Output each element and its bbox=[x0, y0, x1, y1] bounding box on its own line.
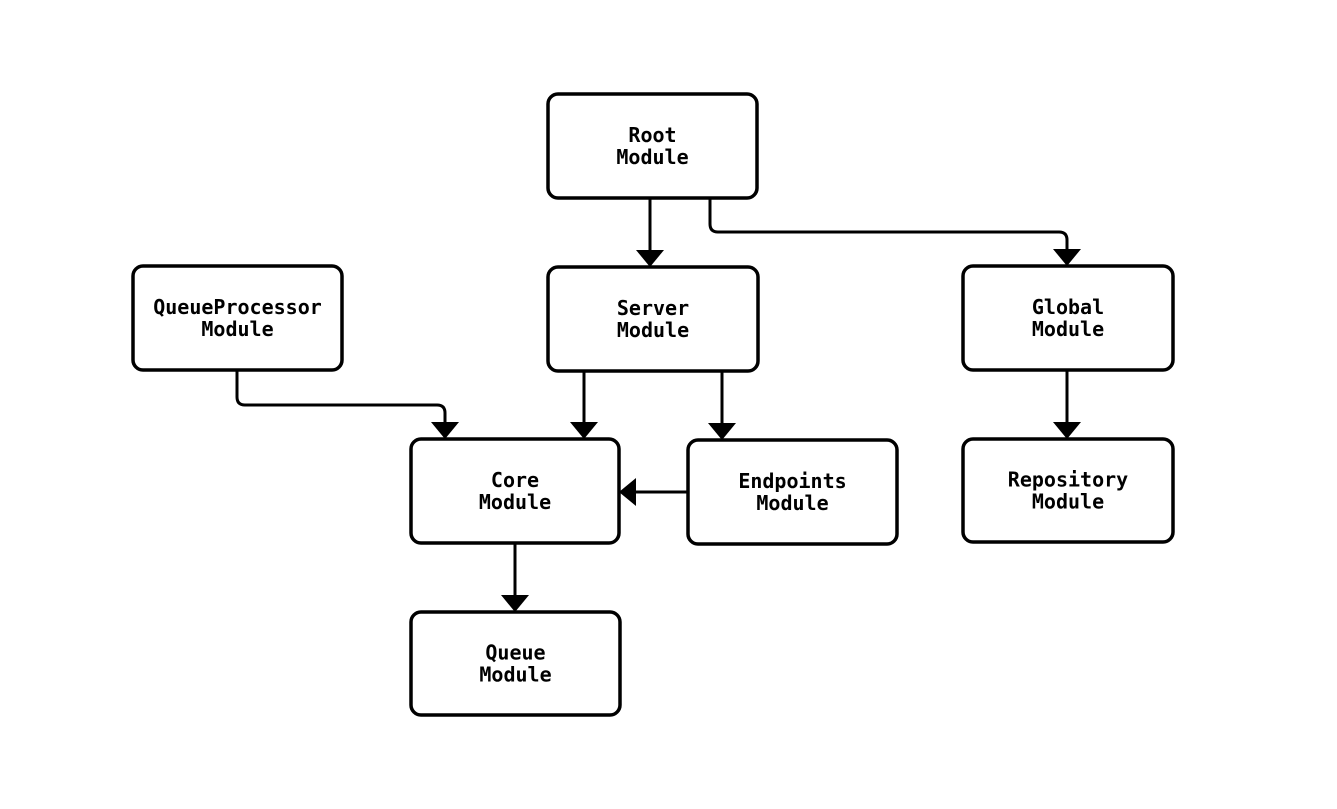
node-global-module-label-line-1: Module bbox=[1032, 317, 1104, 341]
node-global-module-box bbox=[961, 264, 1175, 372]
node-endpoints-module-label-line-1: Module bbox=[756, 491, 828, 515]
node-global-module-label-line-0: Global bbox=[1032, 295, 1104, 319]
node-queue-module-label-line-0: Queue bbox=[485, 641, 545, 665]
node-core-module-box bbox=[409, 437, 621, 545]
node-repository-module-box bbox=[961, 437, 1175, 544]
edges-layer bbox=[235, 198, 1081, 612]
node-server-module-label-line-1: Module bbox=[617, 318, 689, 342]
node-root-module-box bbox=[546, 92, 759, 200]
node-server-module-label-line-0: Server bbox=[617, 296, 689, 320]
node-core-module-label-line-1: Module bbox=[479, 490, 551, 514]
node-root-module-label-line-1: Module bbox=[616, 145, 688, 169]
node-repository-module-label-line-1: Module bbox=[1032, 490, 1104, 514]
node-repository-module-label-line-0: Repository bbox=[1008, 468, 1128, 492]
node-queue-module-box bbox=[409, 610, 622, 717]
edge-queueprocessor-module-to-core-module bbox=[235, 370, 459, 439]
node-queue-module-label-line-1: Module bbox=[479, 663, 551, 687]
node-endpoints-module-label-line-0: Endpoints bbox=[738, 469, 846, 493]
node-server-module-box bbox=[546, 265, 760, 373]
node-queueprocessor-module-label-line-1: Module bbox=[201, 317, 273, 341]
edge-root-module-to-global-module bbox=[708, 198, 1081, 266]
node-root-module-label-line-0: Root bbox=[628, 123, 676, 147]
node-queueprocessor-module-label-line-0: QueueProcessor bbox=[153, 295, 322, 319]
node-core-module-label-line-0: Core bbox=[491, 468, 539, 492]
node-endpoints-module-box bbox=[686, 438, 899, 546]
node-queueprocessor-module-box bbox=[131, 264, 344, 372]
